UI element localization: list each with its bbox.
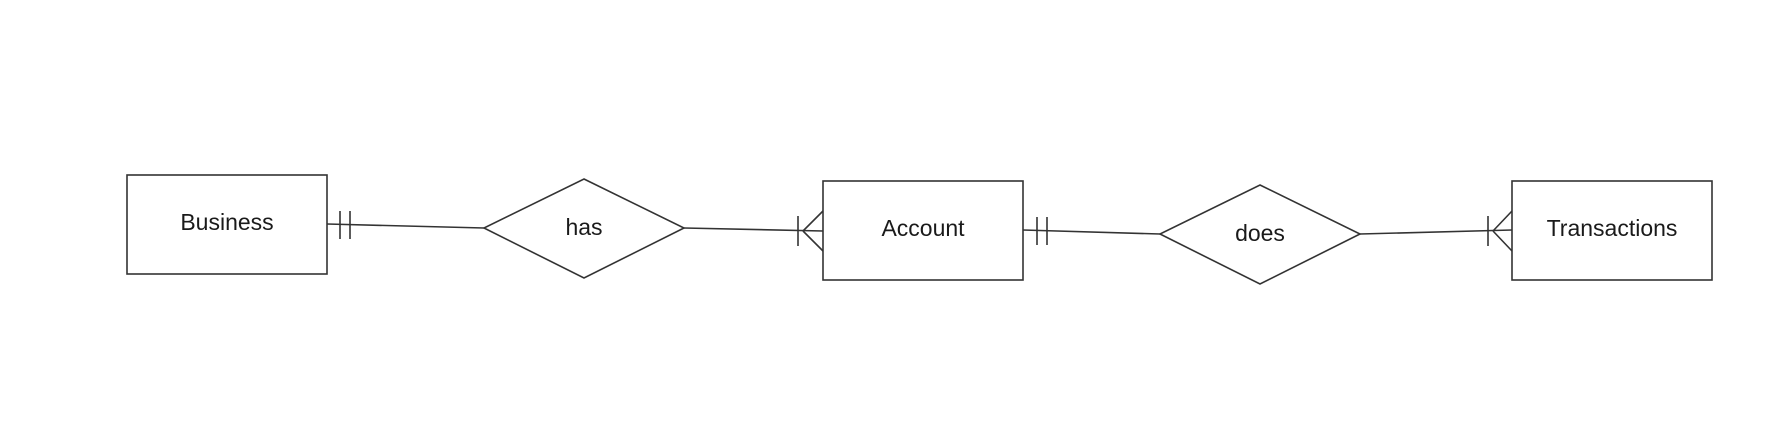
cardinality-one-or-many [1487,210,1513,252]
entity-account[interactable]: Account [822,180,1024,281]
entity-label: Account [881,215,965,241]
relationship-label: does [1235,220,1285,246]
connector-account-does[interactable] [1022,217,1161,245]
cardinality-one-and-only-one [1036,217,1048,245]
entity-business[interactable]: Business [126,174,328,275]
relationship-has[interactable]: has [482,178,686,279]
entity-transactions[interactable]: Transactions [1511,180,1713,281]
cardinality-one-and-only-one [339,211,351,239]
connector-business-has[interactable] [326,211,485,239]
relationship-label: has [565,214,602,240]
entity-label: Transactions [1547,215,1678,241]
cardinality-one-or-many [797,210,824,252]
connector-does-transactions[interactable] [1359,210,1513,252]
connector-has-account[interactable] [683,210,824,252]
entity-label: Business [180,209,273,235]
relationship-does[interactable]: does [1158,184,1362,285]
